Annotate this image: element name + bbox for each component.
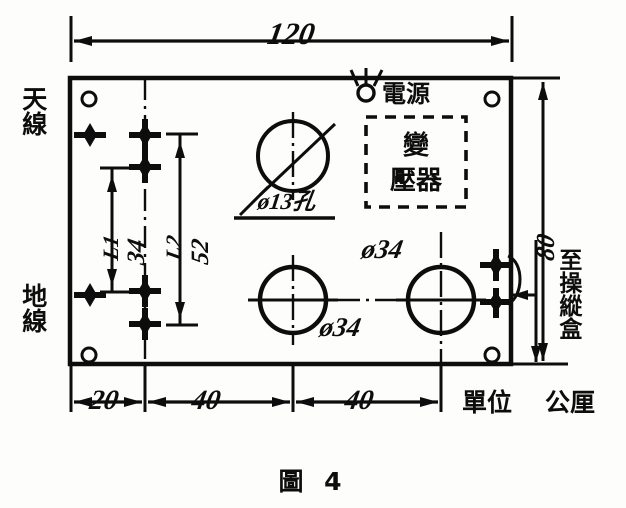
terminal-ground xyxy=(74,283,106,307)
arrow-b3-right xyxy=(420,397,438,407)
cable-bracket-right xyxy=(507,254,522,306)
panel-outline xyxy=(67,75,514,367)
arrow-control-box xyxy=(512,290,528,300)
dimension-label-120: 120 xyxy=(264,16,318,51)
arrow-left-top xyxy=(74,36,92,46)
arrow-bottom-right-dim xyxy=(538,343,548,361)
mounting-hole-bottom-right xyxy=(483,346,501,364)
leader-control-box xyxy=(512,240,538,362)
arrow-right-top xyxy=(491,36,509,46)
leader-slash-upper-hole xyxy=(258,122,337,197)
label-dial-left-dia34: ø34 xyxy=(317,312,364,342)
units-note-value: 公厘 xyxy=(545,388,596,417)
label-ground: 地線 xyxy=(18,283,48,333)
leader-line-upper-hole xyxy=(238,185,270,217)
label-dial-right-dia34: ø34 xyxy=(359,234,406,264)
label-L1-name: L1 xyxy=(98,233,123,263)
dimension-label-bottom-1: 20 xyxy=(87,385,121,416)
label-L1-value: 34 xyxy=(123,236,150,267)
dimension-bottom-extension-lines xyxy=(69,364,443,412)
label-power: 電源 xyxy=(382,80,430,108)
mounting-hole-top-right xyxy=(483,90,501,108)
mounting-hole-top-left xyxy=(80,90,98,108)
label-L2-name: L2 xyxy=(161,233,186,263)
arrow-top-right-dim xyxy=(538,82,548,100)
label-transformer-line1: 變 xyxy=(403,131,430,161)
units-note-label: 單位 xyxy=(462,388,513,417)
label-L2-value: 52 xyxy=(187,236,214,267)
terminal-antenna xyxy=(74,123,106,147)
label-antenna: 天線 xyxy=(18,86,48,136)
dimension-L2-52 xyxy=(166,132,198,327)
arrow-b2-left xyxy=(148,397,166,407)
arrow-control-box-down xyxy=(531,346,541,362)
arrow-L2-top xyxy=(175,141,185,158)
arrow-L1-top xyxy=(107,175,117,192)
label-hole-dia13: ø13孔 xyxy=(256,189,318,214)
terminal-right-upper xyxy=(480,249,512,281)
arrow-L2-bottom xyxy=(175,302,185,319)
dimension-label-bottom-2: 40 xyxy=(189,385,223,416)
arrow-b1-left xyxy=(74,397,92,407)
arrow-b2-right xyxy=(272,397,290,407)
label-control-box: 至操縱盒 xyxy=(554,248,581,340)
arrow-b1-right xyxy=(124,397,142,407)
arrow-L1-bottom xyxy=(107,269,117,286)
label-transformer-line2: 壓器 xyxy=(390,166,443,196)
power-grommet-symbol xyxy=(349,68,384,103)
mounting-hole-bottom-left xyxy=(80,346,98,364)
dimension-L1-34 xyxy=(100,166,133,294)
dimension-top-120 xyxy=(69,16,514,62)
arrow-b3-left xyxy=(296,397,314,407)
figure-caption: 圖 4 xyxy=(278,467,348,496)
terminal-l2-bottom xyxy=(129,308,161,340)
terminal-right-lower xyxy=(480,288,512,318)
dimension-label-bottom-3: 40 xyxy=(342,385,376,416)
